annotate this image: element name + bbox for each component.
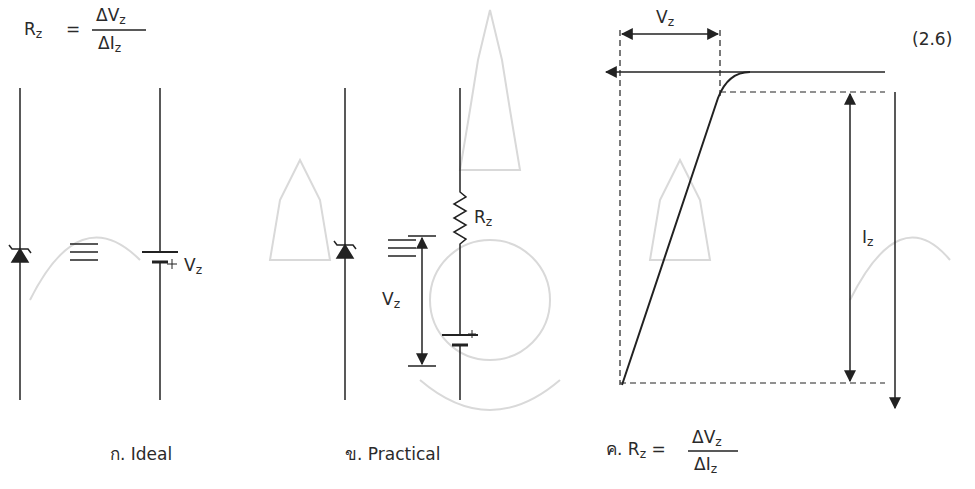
current-label: Iz <box>862 228 873 250</box>
wire <box>459 345 461 400</box>
wire <box>159 262 161 400</box>
axis <box>894 92 896 408</box>
equation-term: = <box>66 20 80 39</box>
battery-symbol <box>442 330 478 345</box>
battery-symbol <box>142 252 178 269</box>
voltage-label: Vz <box>184 256 202 278</box>
dimension-bracket <box>622 33 718 35</box>
resistor-symbol <box>454 88 466 335</box>
equation-number: (2.6) <box>912 30 952 49</box>
caption: ก. Ideal <box>110 445 172 464</box>
dimension-bracket <box>408 236 436 366</box>
equivalent-sign <box>70 244 98 260</box>
zener-symbol <box>334 241 356 258</box>
equation-term: ΔVz <box>96 6 126 28</box>
caption: ข. Practical <box>345 445 440 464</box>
resistance-label: Rz <box>474 208 492 230</box>
equivalent-sign <box>388 240 416 256</box>
zener-curve <box>622 72 750 385</box>
voltage-label: Vz <box>656 8 674 30</box>
caption: ΔIz <box>694 455 717 477</box>
guide-line <box>620 30 885 385</box>
wire <box>159 88 161 252</box>
voltage-label: Vz <box>382 290 400 312</box>
wire <box>19 88 21 400</box>
fraction-bar <box>688 450 738 451</box>
equation-term: Rz <box>24 20 42 42</box>
caption: ค. Rz = <box>606 440 666 462</box>
zener-symbol <box>9 245 31 262</box>
watermark-emblem <box>30 10 950 410</box>
dimension-bracket <box>849 94 851 381</box>
caption: ΔVz <box>692 428 722 450</box>
fraction-bar <box>92 29 146 30</box>
equation-term: ΔIz <box>98 34 121 56</box>
